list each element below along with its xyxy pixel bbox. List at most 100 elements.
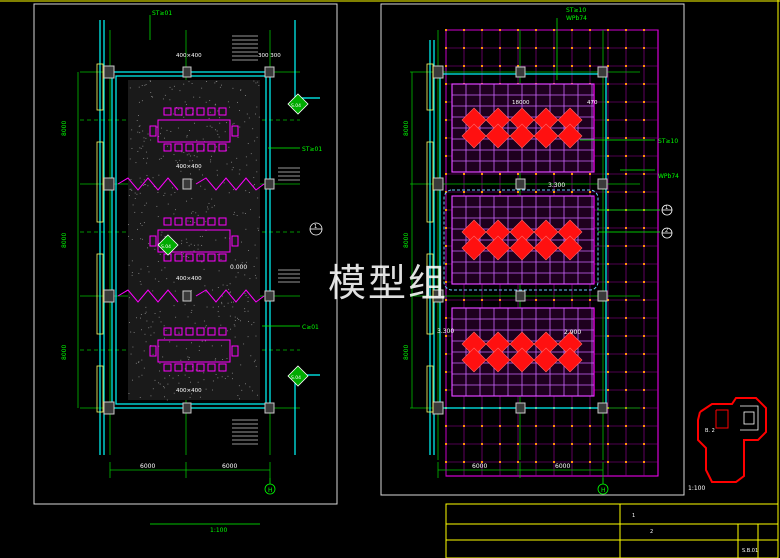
floor-speck [164, 236, 166, 238]
left-floor-speckle [128, 80, 260, 401]
floor-speck [186, 200, 187, 202]
floor-speck [239, 110, 240, 111]
left-small-dim: 300 300 [258, 53, 281, 59]
floor-speck [191, 309, 193, 311]
floor-speck [154, 248, 156, 250]
light-dot [607, 119, 609, 121]
floor-speck [238, 319, 240, 320]
floor-speck [130, 353, 132, 355]
floor-speck [187, 220, 189, 222]
floor-speck [194, 322, 196, 324]
floor-speck [173, 154, 175, 156]
right-bottom-dim-2: 6000 [555, 463, 570, 470]
floor-speck [227, 330, 228, 332]
light-dot [607, 353, 609, 355]
floor-speck [131, 129, 133, 131]
light-dot [517, 29, 519, 31]
floor-speck [205, 221, 207, 223]
left-column-tag-2: 400×400 [176, 164, 202, 170]
floor-speck [154, 312, 156, 314]
floor-speck [201, 340, 203, 342]
floor-speck [180, 166, 182, 168]
floor-speck [214, 205, 216, 207]
floor-speck [216, 169, 218, 171]
floor-speck [162, 356, 164, 358]
floor-speck [188, 245, 190, 247]
floor-speck [206, 125, 208, 127]
floor-speck [257, 81, 259, 83]
floor-speck [237, 395, 239, 396]
light-dot [445, 299, 447, 301]
floor-speck [232, 378, 233, 380]
floor-speck [161, 231, 163, 233]
left-floor-plan: ST≥01 400×400 400×400 400×400 400×400 30… [61, 10, 323, 534]
floor-speck [166, 129, 168, 131]
floor-speck [253, 266, 255, 267]
light-dot [589, 47, 591, 49]
right-top-callout-1: ST≥10 [566, 7, 586, 14]
floor-speck [256, 136, 258, 138]
light-dot [499, 461, 501, 463]
floor-speck [208, 118, 210, 120]
floor-speck [251, 324, 253, 326]
floor-speck [204, 285, 206, 287]
floor-speck [229, 106, 230, 108]
floor-speck [226, 122, 227, 124]
floor-speck [220, 324, 222, 326]
floor-speck [223, 182, 225, 184]
floor-speck [243, 343, 245, 345]
light-dot [625, 137, 627, 139]
floor-speck [143, 179, 145, 181]
floor-speck [248, 117, 250, 119]
floor-speck [144, 333, 146, 335]
floor-speck [140, 223, 141, 225]
right-level-3: 2.900 [564, 329, 581, 336]
right-side-callout-2: WPb74 [658, 173, 679, 180]
floor-speck [245, 228, 247, 230]
floor-speck [184, 101, 186, 103]
floor-speck [158, 280, 160, 282]
floor-speck [132, 346, 134, 348]
floor-speck [150, 334, 152, 336]
floor-speck [157, 192, 159, 193]
light-dot [625, 245, 627, 247]
light-dot [535, 173, 537, 175]
floor-speck [140, 181, 142, 183]
floor-speck [224, 237, 226, 239]
floor-speck [247, 310, 249, 312]
light-dot [607, 389, 609, 391]
floor-speck [220, 84, 222, 86]
floor-speck [152, 290, 154, 292]
floor-speck [219, 122, 221, 124]
floor-speck [186, 154, 188, 156]
floor-speck [221, 295, 223, 297]
floor-speck [152, 388, 154, 390]
light-dot [625, 335, 627, 337]
floor-speck [166, 278, 168, 280]
floor-speck [164, 94, 166, 96]
light-dot [625, 173, 627, 175]
light-dot [481, 29, 483, 31]
floor-speck [208, 202, 210, 204]
light-dot [445, 119, 447, 121]
floor-speck [198, 349, 200, 351]
floor-speck [140, 283, 142, 285]
red-diamond [557, 123, 583, 149]
floor-speck [148, 243, 150, 245]
floor-speck [144, 313, 146, 315]
light-dot [643, 335, 645, 337]
floor-speck [139, 281, 141, 283]
light-dot [445, 335, 447, 337]
floor-speck [236, 157, 238, 159]
floor-speck [196, 156, 198, 158]
floor-speck [245, 190, 247, 192]
floor-speck [130, 188, 132, 190]
floor-speck [144, 84, 146, 86]
floor-speck [204, 340, 206, 342]
floor-speck [150, 139, 152, 141]
floor-speck [237, 317, 238, 319]
floor-speck [130, 331, 132, 333]
floor-speck [242, 212, 244, 214]
light-dot [625, 65, 627, 67]
floor-speck [216, 146, 218, 148]
